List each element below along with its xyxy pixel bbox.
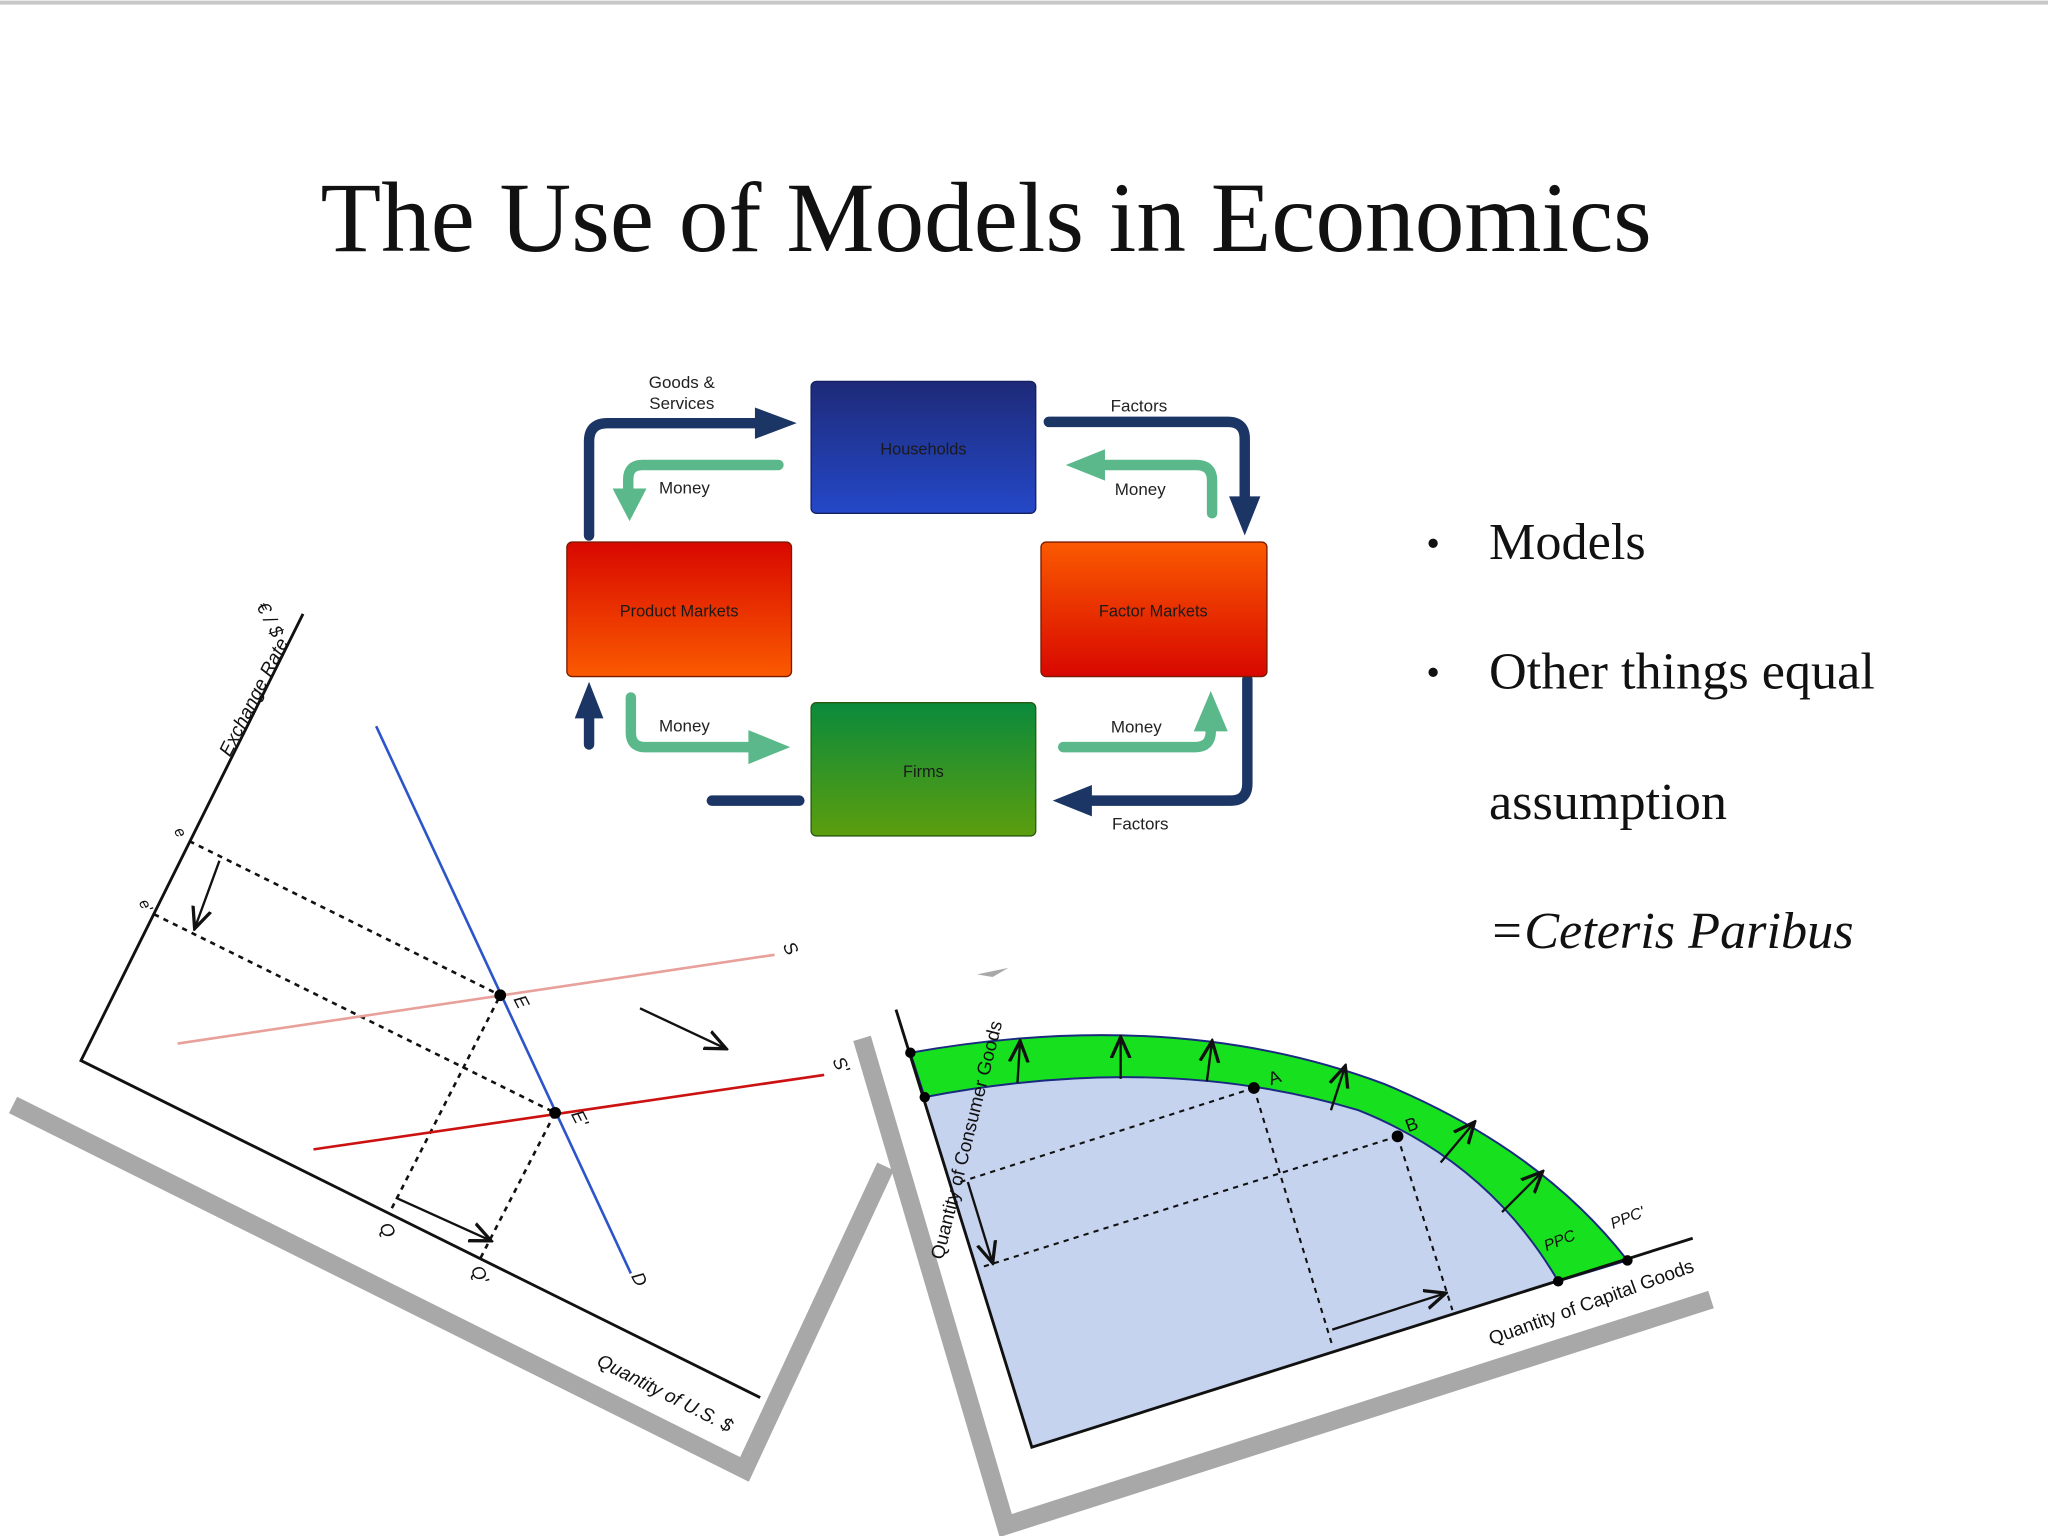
point-A xyxy=(1248,1082,1260,1094)
money-arrow-top-right xyxy=(1098,459,1218,519)
equilibrium-point-E xyxy=(494,989,507,1002)
feasible-region xyxy=(924,1077,1559,1448)
goods-arrow xyxy=(583,417,770,541)
arrowhead-icon xyxy=(574,681,604,719)
money-label-bottom-right: Money xyxy=(1111,718,1162,737)
bullet-marker: • xyxy=(1426,652,1440,695)
dotted-guide xyxy=(1252,1087,1334,1346)
money-arrow-bottom-left xyxy=(625,692,757,753)
services-label: Services xyxy=(649,394,714,413)
households-box xyxy=(810,380,1037,514)
arrowhead-icon xyxy=(748,730,791,765)
equilibrium-point-E-prime xyxy=(549,1106,561,1119)
point-B xyxy=(1391,1130,1404,1143)
ppc-graph: Quantity of Consumer Goods Quantity of C… xyxy=(853,967,1714,1536)
arrowhead-icon xyxy=(1229,496,1261,536)
axes xyxy=(79,613,761,1399)
arrow-icon xyxy=(1439,1122,1475,1164)
intercept-point xyxy=(905,1047,916,1058)
factors-arrow-bottom xyxy=(1085,673,1253,806)
dotted-guide xyxy=(153,913,556,1114)
supply-curve xyxy=(177,953,775,1045)
firms-label: Firms xyxy=(903,763,944,781)
arrow-icon xyxy=(395,1196,491,1241)
factor-markets-label: Factor Markets xyxy=(1099,602,1208,620)
arrow-icon xyxy=(1331,1293,1446,1331)
graph-shadow xyxy=(8,1096,894,1482)
factors-arrow-top xyxy=(1043,416,1250,509)
dotted-guide xyxy=(479,1112,557,1259)
label-PPC-prime: PPC' xyxy=(1608,1203,1648,1232)
shadow-fragment xyxy=(976,967,1009,977)
arrow-icon xyxy=(639,1007,726,1048)
bullet-marker: • xyxy=(1426,522,1440,565)
bullet-other-things-equal: Other things equal xyxy=(1489,642,1875,700)
arrow-icon xyxy=(966,1181,993,1263)
money-label-top-left: Money xyxy=(659,479,710,498)
bullet-assumption: assumption xyxy=(1489,773,1727,831)
bullet-list: • Models • Other things equal assumption… xyxy=(1426,513,1875,960)
arrowhead-icon xyxy=(1065,449,1105,481)
households-label: Households xyxy=(880,441,966,459)
money-label-bottom-left: Money xyxy=(659,716,710,735)
label-S-prime: S' xyxy=(828,1053,854,1077)
arrowhead-icon xyxy=(754,407,797,439)
arrow-icon xyxy=(195,860,221,929)
goods-label: Goods & xyxy=(649,373,716,392)
intercept-point xyxy=(1552,1276,1564,1287)
supply-curve-shifted xyxy=(313,1073,825,1151)
label-Q: Q xyxy=(375,1219,400,1241)
axes xyxy=(894,1009,1694,1449)
circular-flow-diagram: Households Product Markets Factor Market… xyxy=(566,373,1268,837)
money-arrow-top-left xyxy=(623,459,784,497)
label-Q-prime: Q' xyxy=(467,1262,494,1288)
slide-title: The Use of Models in Economics xyxy=(320,164,1651,273)
arrowhead-icon xyxy=(1052,784,1092,817)
label-S: S xyxy=(779,938,803,958)
y-axis-unit: € / $ xyxy=(252,599,288,642)
arrow-icon xyxy=(1207,1041,1212,1082)
arrowhead-icon xyxy=(1193,690,1228,732)
arrow-icon xyxy=(1017,1041,1020,1083)
dotted-guide xyxy=(390,994,502,1209)
factors-label-bottom: Factors xyxy=(1112,814,1169,833)
intercept-point xyxy=(1622,1255,1633,1266)
exchange-rate-graph: Exchange Rate € / $ Quantity of U.S. $ e… xyxy=(8,599,894,1482)
label-e: e xyxy=(170,825,189,841)
factor-markets-box xyxy=(1040,541,1268,678)
bullet-ceteris-paribus: =Ceteris Paribus xyxy=(1489,902,1854,960)
arrow-icon xyxy=(1331,1066,1345,1111)
graph-shadow xyxy=(853,1035,1714,1536)
factors-label-top: Factors xyxy=(1111,396,1168,415)
arrowhead-icon xyxy=(612,488,647,522)
product-markets-box xyxy=(566,541,793,678)
label-e-prime: e' xyxy=(135,897,156,916)
bullet-models: Models xyxy=(1489,513,1646,571)
intercept-point xyxy=(919,1091,930,1103)
firms-box xyxy=(810,702,1037,837)
y-axis-label: Exchange Rate xyxy=(216,635,293,760)
product-markets-label: Product Markets xyxy=(620,602,739,620)
money-arrow-bottom-right xyxy=(1057,720,1216,753)
money-label-top-right: Money xyxy=(1115,480,1166,499)
arrow-icon xyxy=(1501,1172,1542,1213)
dotted-guide xyxy=(188,839,501,997)
